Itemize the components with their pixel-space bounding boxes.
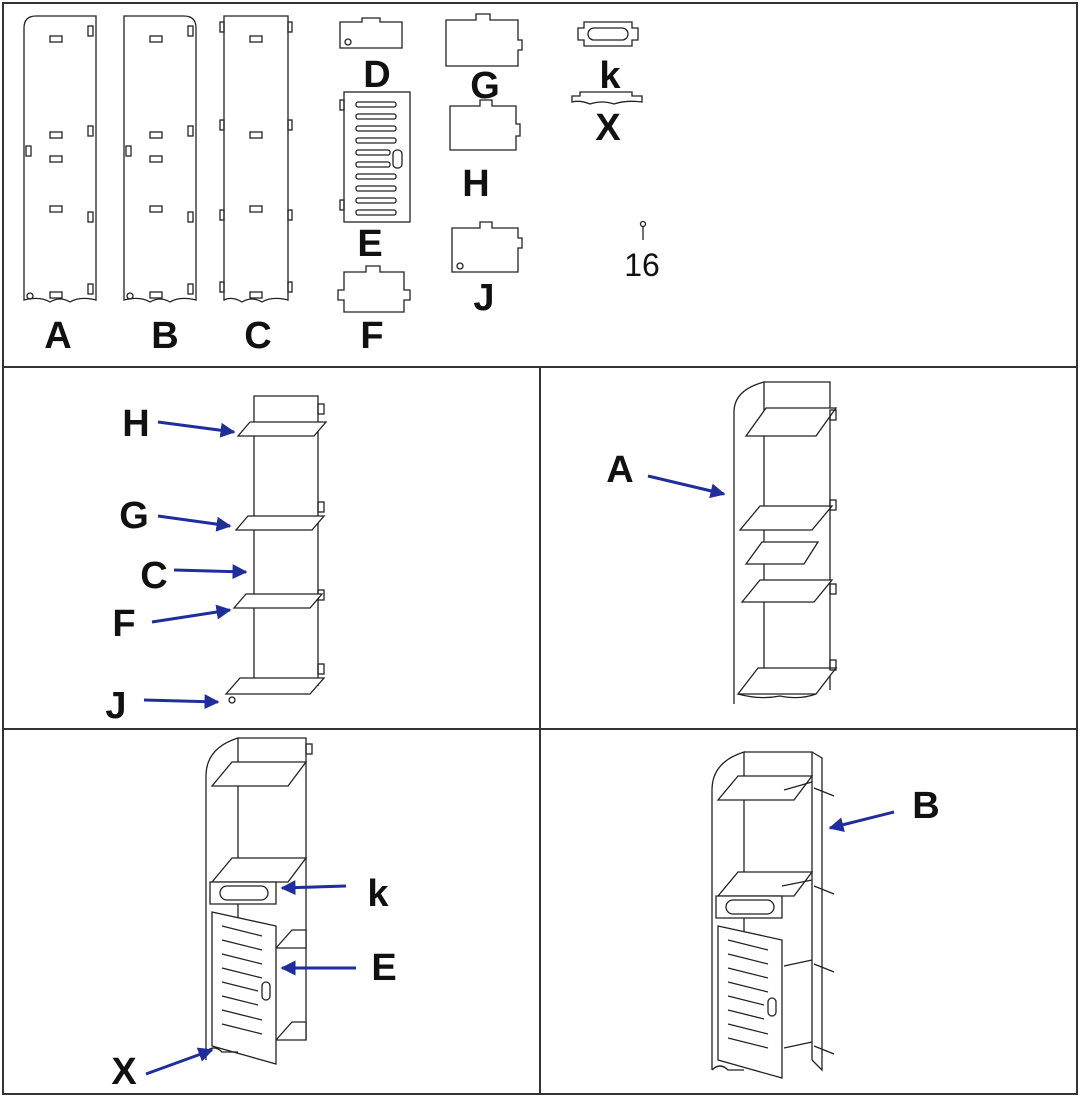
part-a-panel — [23, 15, 97, 303]
arrow-to-kickstrip-x — [145, 1047, 214, 1076]
step4-panel-border — [539, 728, 1078, 1095]
step2-label-a: A — [606, 449, 633, 491]
arrow-to-shelf-h — [157, 420, 236, 438]
step4-cabinet-with-side-b — [711, 751, 835, 1079]
part-j-label: J — [473, 277, 494, 319]
step1-panel-border — [2, 366, 541, 730]
step3-label-x: X — [111, 1051, 137, 1093]
step4-screws — [781, 781, 835, 1055]
part-j-panel — [451, 221, 523, 273]
step3-label-e: E — [371, 947, 396, 989]
part-b-panel — [123, 15, 197, 303]
part-a-label: A — [44, 315, 71, 357]
part-g-label: G — [470, 65, 500, 107]
step1-label-j: J — [105, 685, 126, 727]
part-k-handle-plate — [577, 21, 639, 47]
arrow-to-shelf-g — [157, 514, 232, 532]
step3-panel: k E X — [111, 737, 397, 1093]
step1-cabinet-c-with-shelves — [224, 395, 328, 704]
step1-label-f: F — [112, 603, 135, 645]
arrow-to-side-a — [647, 474, 726, 499]
arrow-to-shelf-f — [151, 604, 232, 624]
step4-panel: B — [711, 751, 940, 1079]
arrow-to-panel-c — [173, 564, 248, 580]
parts-panel-border — [2, 2, 1078, 368]
arrow-to-side-b — [828, 810, 895, 833]
part-h-label: H — [462, 163, 489, 205]
part-d-panel — [339, 17, 403, 49]
part-k-label: k — [599, 55, 621, 97]
part-g-panel — [445, 13, 523, 67]
step4-label-b: B — [912, 785, 939, 827]
part-h-panel — [449, 99, 521, 151]
step1-panel: H G C F J — [105, 395, 328, 727]
part-c-label: C — [244, 315, 271, 357]
part-x-kickstrip — [571, 91, 643, 105]
part-f-panel — [337, 265, 411, 313]
part-f-label: F — [360, 315, 383, 357]
step3-label-k: k — [367, 873, 389, 915]
part-e-label: E — [357, 223, 382, 265]
part-d-label: D — [363, 54, 390, 96]
part-b-label: B — [151, 315, 178, 357]
arrow-to-handle-plate-k — [280, 880, 347, 896]
screw-quantity: 16 — [624, 247, 660, 283]
step1-label-g: G — [119, 495, 149, 537]
step2-cabinet-with-side-a — [733, 381, 838, 704]
step1-label-c: C — [140, 555, 167, 597]
part-x-label: X — [595, 107, 621, 149]
parts-panel: A B — [23, 13, 660, 357]
step1-label-h: H — [122, 403, 149, 445]
step2-panel: A — [606, 381, 838, 704]
screw-icon — [639, 220, 647, 240]
part-e-door — [339, 91, 411, 223]
part-c-panel — [219, 15, 293, 303]
arrow-to-shelf-j — [143, 694, 220, 710]
step3-cabinet-with-door — [205, 737, 313, 1065]
